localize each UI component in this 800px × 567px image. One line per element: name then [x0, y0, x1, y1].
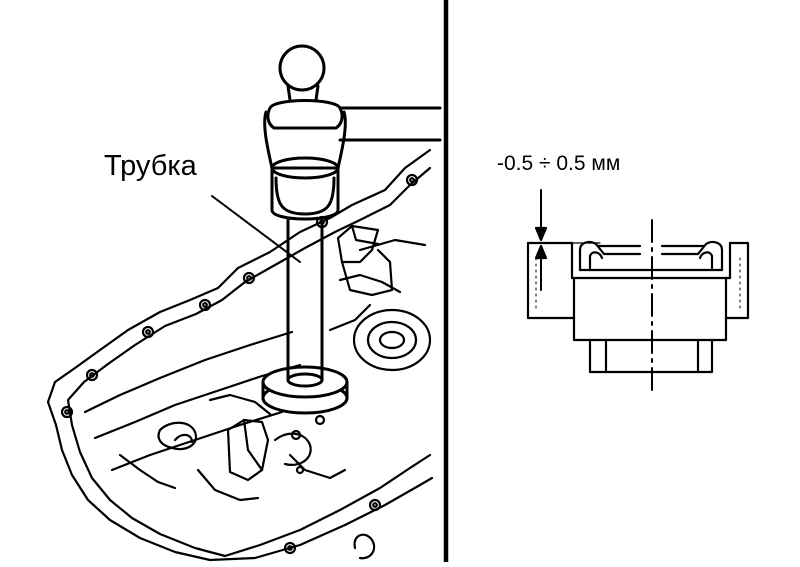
- tube-label: Трубка: [104, 150, 197, 182]
- transmission-case: [46, 148, 434, 562]
- tube-leader-line: [211, 195, 301, 263]
- seal-cross-section: [526, 189, 750, 391]
- tolerance-label: -0.5 ÷ 0.5 мм: [497, 152, 621, 175]
- hammer: [263, 44, 442, 221]
- tube-tool: [261, 218, 349, 415]
